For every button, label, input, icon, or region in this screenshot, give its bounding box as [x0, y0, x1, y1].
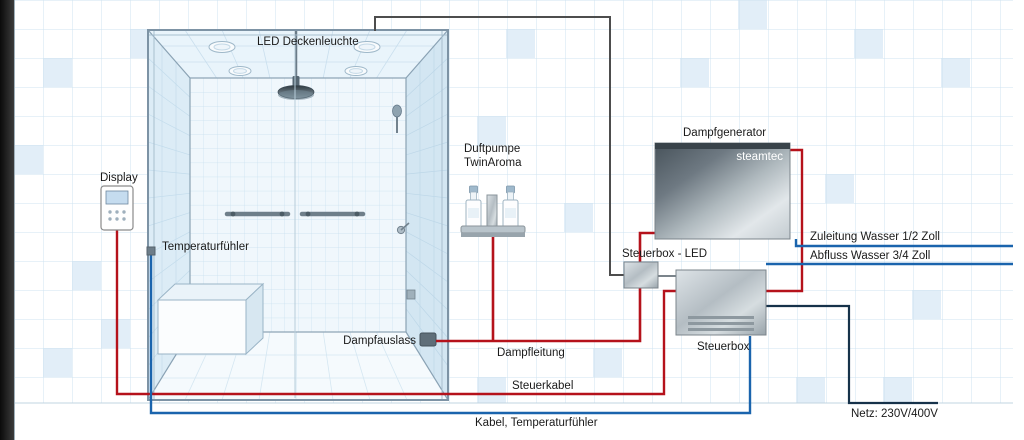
fragrance-pump [460, 185, 526, 237]
led-light-inner [213, 43, 231, 51]
bench-front [157, 299, 247, 355]
display-buttons [108, 210, 126, 221]
left-edge-strip [0, 0, 14, 440]
label-temperature-sensor: Temperaturfühler [162, 241, 249, 253]
door-handles [224, 211, 366, 217]
label-water-supply: Zuleitung Wasser 1/2 Zoll [810, 231, 940, 243]
pump-tray [460, 225, 526, 234]
bench-side [245, 282, 264, 356]
led-light-inner [349, 68, 363, 74]
aroma-bottle-right [502, 185, 519, 229]
led-control-box [623, 261, 659, 289]
label-control-box: Steuerbox [697, 341, 750, 353]
floor-area [14, 403, 1024, 440]
water-supply-line [794, 239, 1013, 248]
ceiling-tile-lines [162, 29, 434, 79]
display-screen [105, 190, 129, 205]
label-steam-pipe: Dampfleitung [497, 347, 565, 359]
steam-generator-box: steamtec [654, 142, 791, 240]
mains-line [766, 304, 938, 405]
labels: LED Deckenleuchte Display Temperaturfühl… [100, 36, 940, 429]
generator-connection-line [766, 148, 804, 293]
label-mains: Netz: 230V/400V [851, 408, 938, 420]
bench-top [156, 283, 265, 301]
label-control-box-led: Steuerbox - LED [622, 248, 707, 260]
led-cable-line [374, 16, 624, 276]
control-box [675, 269, 767, 336]
cabin-frame-inner [149, 31, 447, 399]
label-sensor-cable: Kabel, Temperaturfühler [475, 417, 598, 429]
label-fragrance-pump-2: TwinAroma [464, 157, 522, 169]
display-panel [100, 185, 134, 231]
right-margin [1013, 0, 1024, 440]
ceiling-led-lights [208, 41, 381, 76]
label-water-drain: Abfluss Wasser 3/4 Zoll [810, 250, 930, 262]
label-led-ceiling-light: LED Deckenleuchte [257, 36, 359, 48]
steam-outlet-fitting [419, 332, 437, 347]
mixer-valve [396, 222, 410, 235]
label-steam-generator: Dampfgenerator [683, 127, 766, 139]
temperature-sensor [146, 246, 156, 256]
control-box-vents [688, 316, 754, 331]
label-display: Display [100, 172, 138, 184]
control-cable-line [115, 230, 676, 396]
rain-shower-head [277, 30, 315, 100]
cabin-frame [147, 29, 449, 401]
components: steamtec [100, 142, 791, 336]
cabin-right-wall [406, 30, 448, 400]
pipes-and-cables [115, 16, 1013, 415]
bench [156, 282, 265, 356]
led-light-inner [358, 43, 376, 51]
led-light-inner [233, 68, 247, 74]
label-steam-outlet: Dampfauslass [343, 335, 416, 347]
pump-tray-lip [461, 233, 525, 237]
hand-shower [392, 104, 402, 133]
label-control-cable: Steuerkabel [512, 380, 573, 392]
sensor-cable-line [149, 255, 752, 415]
label-fragrance-pump-1: Duftpumpe [464, 143, 520, 155]
shower-cabin [147, 29, 449, 401]
wall-fitting [406, 289, 416, 300]
steamtec-logo: steamtec [736, 151, 783, 163]
